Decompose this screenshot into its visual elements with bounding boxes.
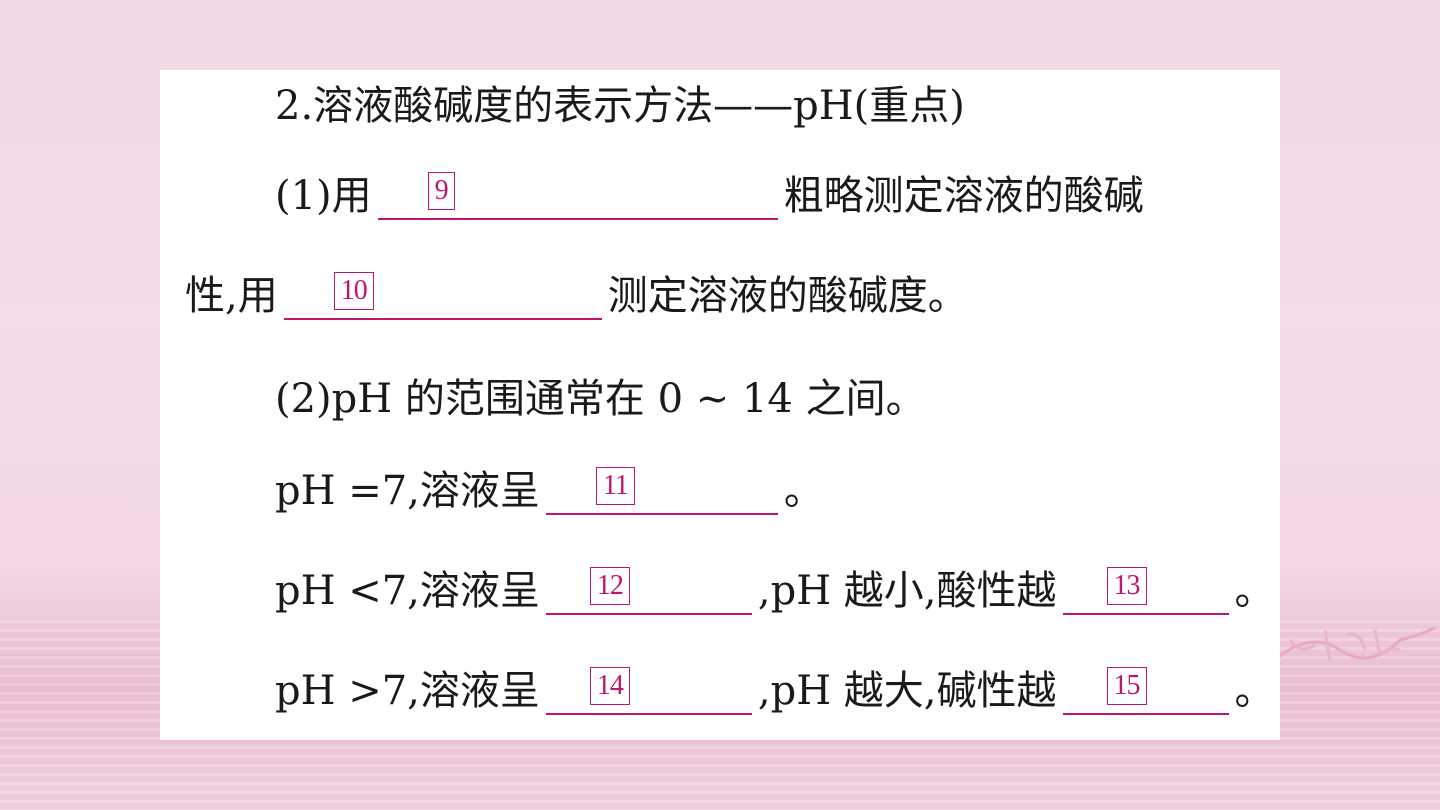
section-heading: 2.溶液酸碱度的表示方法——pH(重点) [275, 83, 965, 129]
decorative-calligraphy [1274, 626, 1436, 662]
blank-number: 11 [595, 467, 635, 505]
blank-number: 13 [1106, 567, 1147, 605]
answer-blank-10[interactable]: 10 [283, 270, 602, 320]
worksheet-card: 2.溶液酸碱度的表示方法——pH(重点) (1)用 9 粗略测定溶液的酸碱 性,… [160, 70, 1280, 740]
line-5: pH <7,溶液呈 12 ,pH 越小,酸性越 13 。 [275, 565, 1275, 615]
blank-number: 10 [333, 272, 374, 310]
line-4: pH =7,溶液呈 11 。 [275, 465, 824, 515]
answer-blank-14[interactable]: 14 [545, 665, 752, 715]
line-3: (2)pH 的范围通常在 0 ~ 14 之间。 [275, 376, 926, 422]
answer-blank-12[interactable]: 12 [545, 565, 752, 615]
blank-number: 12 [589, 567, 630, 605]
line-1: (1)用 9 粗略测定溶液的酸碱 [275, 170, 1144, 220]
line-2: 性,用 10 测定溶液的酸碱度。 [185, 270, 968, 320]
blank-number: 14 [589, 667, 630, 705]
blank-number: 9 [427, 172, 455, 210]
blank-number: 15 [1106, 667, 1147, 705]
answer-blank-15[interactable]: 15 [1062, 665, 1229, 715]
answer-blank-11[interactable]: 11 [545, 465, 778, 515]
line-6: pH >7,溶液呈 14 ,pH 越大,碱性越 15 。 [275, 665, 1275, 715]
answer-blank-13[interactable]: 13 [1062, 565, 1229, 615]
answer-blank-9[interactable]: 9 [377, 170, 778, 220]
